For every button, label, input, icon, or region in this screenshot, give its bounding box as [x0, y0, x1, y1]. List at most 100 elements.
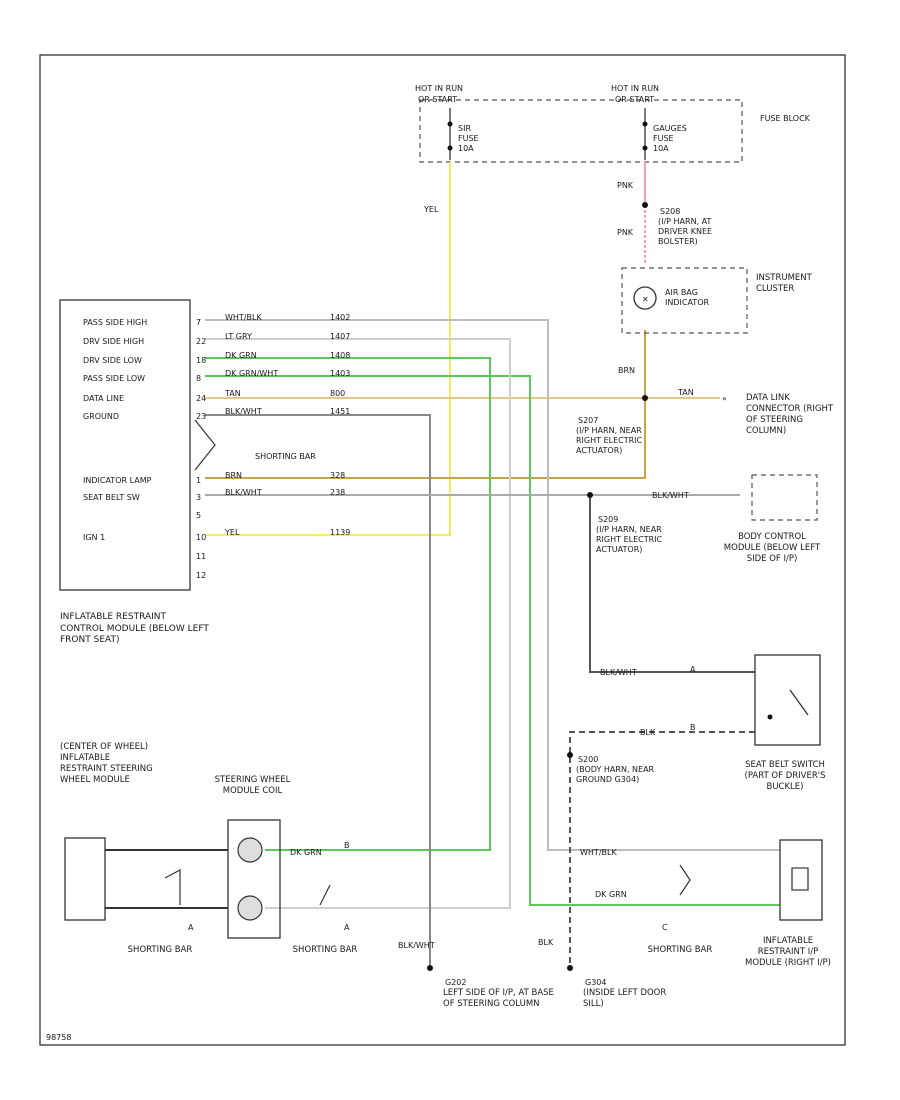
g304-dot	[567, 965, 573, 971]
irc-pin-name: DRV SIDE HIGH	[83, 337, 144, 346]
bcm-label-box: BODY CONTROL MODULE (BELOW LEFT SIDE OF …	[723, 532, 821, 564]
irc-label-box: INFLATABLE RESTRAINT CONTROL MODULE (BEL…	[60, 612, 209, 645]
seatbelt-switch-contact-dot	[767, 714, 773, 720]
s207-dot	[642, 395, 648, 401]
label-tan: TAN	[677, 388, 694, 397]
ip-wire-dkgrn: DK GRN	[595, 890, 627, 899]
label-pnk2: PNK	[617, 228, 634, 237]
irc-pin-circuit-number: 1451	[330, 407, 350, 416]
coil-connector-top	[237, 837, 263, 863]
irc-pin-circuit-number: 800	[330, 389, 345, 398]
instrument-cluster: ✕ AIR BAG INDICATOR INSTRUMENT CLUSTER	[621, 267, 812, 334]
wire-s209-seatbelt	[589, 495, 755, 673]
ip-shorting-bar-symbol	[679, 864, 691, 896]
wire-dkgrn-drv-low	[205, 357, 491, 851]
wires	[105, 162, 780, 968]
left-fuse-hot-label: HOT IN RUN	[415, 84, 463, 93]
irc-module-box	[59, 299, 191, 591]
wire-ltgry-drv-high	[205, 338, 511, 909]
dlc-label: DATA LINK CONNECTOR (RIGHT OF STEERING C…	[746, 393, 834, 436]
s208-desc: (I/P HARN, AT DRIVER KNEE BOLSTER)	[658, 217, 713, 246]
wire-ground-blkwht	[205, 414, 431, 968]
s200-label: S200	[578, 755, 598, 764]
left-fuse-amp: 10A	[458, 144, 474, 153]
seat-belt-switch: A B SEAT BELT SWITCH (PART OF DRIVER'S B…	[690, 654, 826, 792]
seatbelt-pin-a: A	[690, 665, 696, 674]
label-blk-wht: BLK/WHT	[652, 491, 689, 500]
irc-pin-number: 5	[196, 511, 201, 520]
irc-pin-number: 8	[196, 374, 201, 383]
irc-pin-row: 11	[196, 552, 206, 561]
irc-pin-number: 12	[196, 571, 206, 580]
s209-dot	[587, 492, 593, 498]
left-fuse-name: FUSE	[458, 134, 479, 143]
ip-module-label: INFLATABLE RESTRAINT I/P MODULE (RIGHT I…	[744, 936, 831, 968]
right-fuse-bottom-dot	[642, 145, 648, 151]
left-fuse-bus-label: OR START	[418, 95, 457, 104]
irc-shorting-bar-label: SHORTING BAR	[255, 452, 316, 461]
steer-shorting-bar-box: SHORTING BAR	[128, 945, 193, 955]
wire-wht-blk-pass-high	[205, 319, 780, 851]
right-fuse-name: FUSE	[653, 134, 674, 143]
irc-pin-wire-color: YEL	[224, 528, 240, 537]
airbag-indicator-label-box: AIR BAG INDICATOR	[665, 288, 709, 307]
irc-pin-name: SEAT BELT SW	[83, 493, 140, 502]
irc-pin-number: 1	[196, 476, 201, 485]
steer-shorting-bar-symbol	[164, 869, 181, 905]
irc-pin-circuit-number: 238	[330, 488, 345, 497]
label-blk1: BLK	[640, 728, 656, 737]
irc-pin-number: 22	[196, 337, 206, 346]
irc-pin-number: 23	[196, 412, 206, 421]
seatbelt-switch-label-box: SEAT BELT SWITCH (PART OF DRIVER'S BUCKL…	[744, 760, 826, 792]
steering-coil: STEERING WHEEL MODULE COIL SHORTING BAR …	[215, 775, 358, 955]
irc-pin-number: 11	[196, 552, 206, 561]
diagram-frame	[39, 54, 846, 1046]
seatbelt-switch-label: SEAT BELT SWITCH (PART OF DRIVER'S BUCKL…	[744, 760, 826, 792]
label-brn: BRN	[618, 366, 635, 375]
fuse-block-outline	[419, 99, 743, 163]
irc-pin-circuit-number: 1407	[330, 332, 350, 341]
irc-pin-wire-color: BLK/WHT	[225, 488, 262, 497]
irc-pin-number: 3	[196, 493, 201, 502]
g202-wire: BLK/WHT	[398, 941, 435, 950]
ip-wire-wht-blk: WHT/BLK	[580, 848, 617, 857]
irc-pin-name: IGN 1	[83, 533, 105, 542]
left-fuse-num: SIR	[458, 124, 471, 133]
grounds: BLK/WHT G202 LEFT SIDE OF I/P, AT BASE O…	[398, 941, 666, 1009]
coil-shorting-bar-label: SHORTING BAR	[292, 945, 358, 955]
coil-pin-a: A	[344, 923, 350, 932]
label-pnk1: PNK	[617, 181, 634, 190]
coil-pin-b: B	[344, 841, 350, 850]
s207-label: S207	[578, 416, 598, 425]
bcm-label: BODY CONTROL MODULE (BELOW LEFT SIDE OF …	[723, 532, 821, 564]
label-blk2: BLK	[538, 938, 554, 947]
coil-label-box: STEERING WHEEL MODULE COIL	[215, 775, 291, 796]
coil-box	[227, 819, 281, 939]
ip-module-box	[779, 839, 823, 921]
fuse-block-label: FUSE BLOCK	[760, 114, 811, 123]
cluster-outline	[621, 267, 748, 334]
s208-label: S208	[660, 207, 680, 216]
wire-brn	[205, 330, 646, 479]
left-fuse-top-dot	[447, 121, 453, 127]
g202-label: G202	[445, 978, 466, 987]
restraint-control-module: INFLATABLE RESTRAINT CONTROL MODULE (BEL…	[59, 299, 350, 645]
dlc-arrow-icon: «	[722, 394, 727, 403]
irc-pin-circuit-number: 1403	[330, 369, 350, 378]
irc-pin-wire-color: DK GRN/WHT	[225, 369, 278, 378]
s209-desc-box: (I/P HARN, NEAR RIGHT ELECTRIC ACTUATOR)	[596, 525, 662, 554]
coil-shorting-bar-box: SHORTING BAR	[292, 945, 358, 955]
s209-label: S209	[598, 515, 618, 524]
irc-pin-wire-color: BLK/WHT	[225, 407, 262, 416]
seatbelt-switch-blade	[789, 689, 809, 716]
irc-pin-number: 7	[196, 318, 201, 327]
airbag-indicator-glyph: ✕	[642, 295, 649, 304]
irc-shorting-bar-symbol	[194, 419, 216, 471]
wire-yel	[205, 162, 451, 536]
